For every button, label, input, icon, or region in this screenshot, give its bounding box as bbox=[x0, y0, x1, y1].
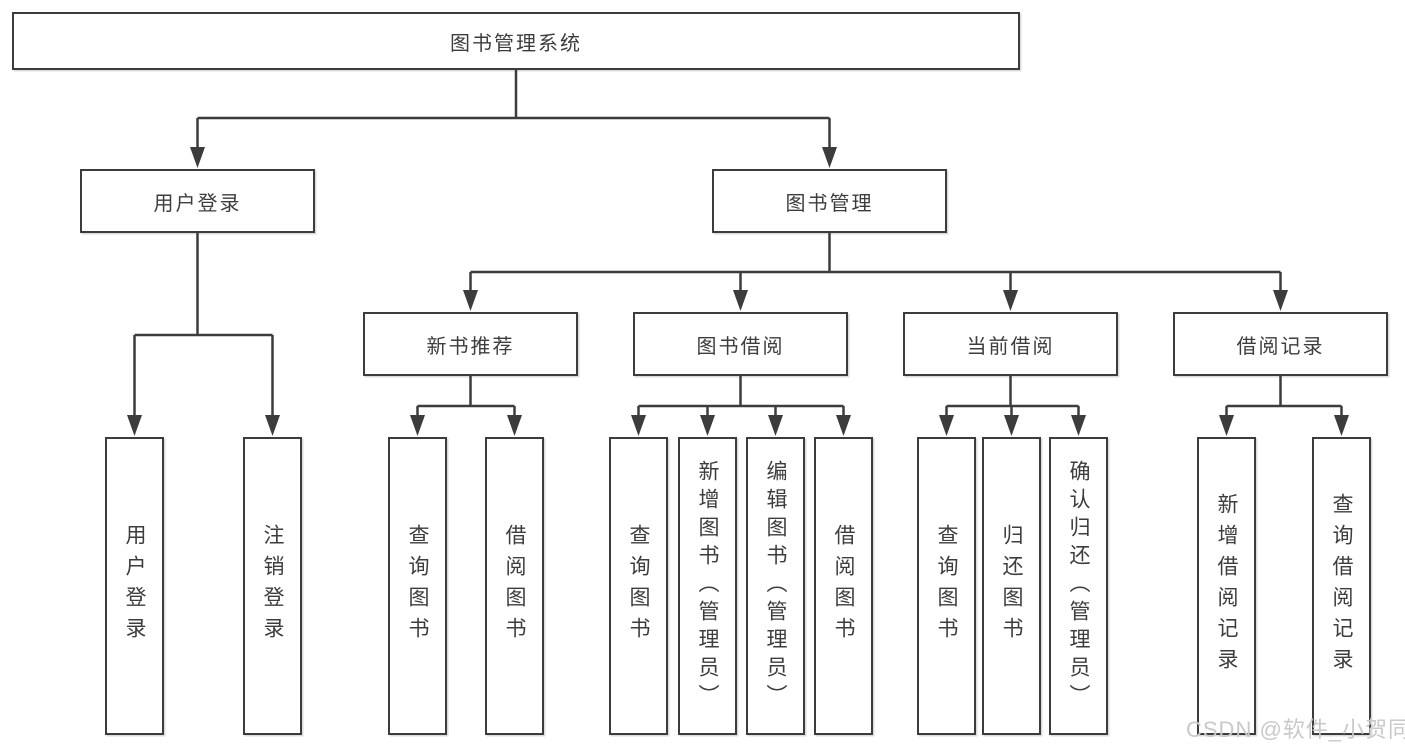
node-label: 图书借阅 bbox=[696, 335, 785, 358]
node-label: 查询图书 bbox=[406, 524, 429, 648]
node-label: 当前借阅 bbox=[966, 335, 1055, 358]
node-label: 查询借阅记录 bbox=[1330, 493, 1353, 679]
leaf-logout-login: 注销登录 bbox=[243, 437, 302, 735]
node-label: 查询图书 bbox=[627, 524, 650, 648]
node-book-management: 图书管理 bbox=[712, 169, 947, 233]
node-label: 用户登录 bbox=[123, 524, 146, 648]
leaf-add-borrow-record: 新增借阅记录 bbox=[1197, 437, 1256, 735]
node-label: 借阅图书 bbox=[503, 524, 526, 648]
csdn-watermark: CSDN @软件_小贺同学 bbox=[1186, 717, 1405, 742]
node-label: 图书管理 bbox=[785, 192, 874, 215]
node-label: 确认归还（管理员） bbox=[1067, 460, 1090, 712]
node-label: 新增借阅记录 bbox=[1215, 493, 1238, 679]
leaf-add-books-admin: 新增图书（管理员） bbox=[678, 437, 737, 735]
leaf-borrow-books-recommend: 借阅图书 bbox=[485, 437, 544, 735]
node-label: 查询图书 bbox=[935, 524, 958, 648]
leaf-confirm-return-admin: 确认归还（管理员） bbox=[1049, 437, 1108, 735]
connector-paths bbox=[133, 70, 1343, 418]
leaf-user-login: 用户登录 bbox=[105, 437, 164, 735]
node-label: 用户登录 bbox=[153, 192, 242, 215]
node-label: 注销登录 bbox=[261, 524, 284, 648]
leaf-borrow-books: 借阅图书 bbox=[814, 437, 873, 735]
node-book-borrowing: 图书借阅 bbox=[633, 312, 848, 376]
node-label: 新书推荐 bbox=[426, 335, 515, 358]
leaf-query-books-current: 查询图书 bbox=[917, 437, 976, 735]
leaf-query-borrow-record: 查询借阅记录 bbox=[1312, 437, 1371, 735]
node-label: 图书管理系统 bbox=[450, 32, 582, 55]
leaf-return-books: 归还图书 bbox=[982, 437, 1041, 735]
node-borrowing-records: 借阅记录 bbox=[1173, 312, 1388, 376]
node-label: 编辑图书（管理员） bbox=[764, 460, 787, 712]
node-label: 归还图书 bbox=[1000, 524, 1023, 648]
leaf-query-books-borrow: 查询图书 bbox=[609, 437, 668, 735]
node-new-book-recommendation: 新书推荐 bbox=[363, 312, 578, 376]
node-current-borrowing: 当前借阅 bbox=[903, 312, 1118, 376]
leaf-query-books-recommend: 查询图书 bbox=[388, 437, 447, 735]
node-label: 借阅图书 bbox=[832, 524, 855, 648]
node-library-management-system: 图书管理系统 bbox=[12, 12, 1020, 70]
node-user-login: 用户登录 bbox=[80, 169, 315, 233]
arrowheads bbox=[127, 147, 1349, 436]
node-label: 借阅记录 bbox=[1236, 335, 1325, 358]
leaf-edit-books-admin: 编辑图书（管理员） bbox=[746, 437, 805, 735]
node-label: 新增图书（管理员） bbox=[696, 460, 719, 712]
